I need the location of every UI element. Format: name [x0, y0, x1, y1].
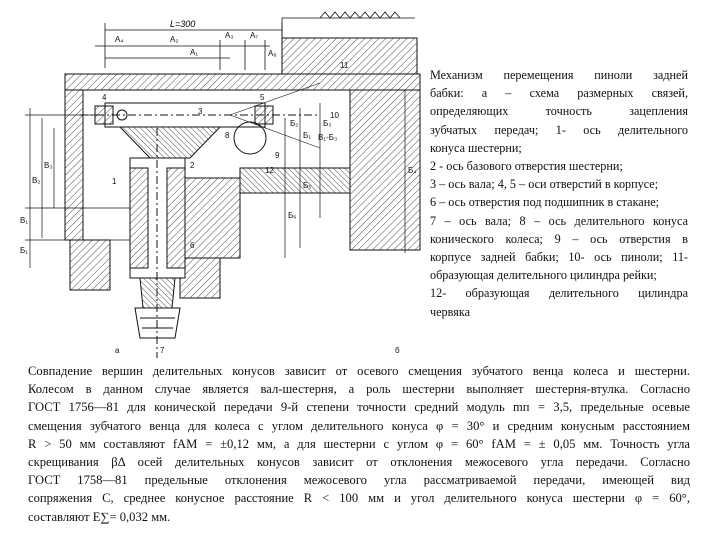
label-b4: Б₄: [408, 166, 417, 175]
caption-line: определяющих точность зацепления: [430, 104, 688, 119]
body-line: ГОСТ 1758—81 предельные отклонения межос…: [28, 473, 690, 488]
label-b2: Б₂: [290, 119, 298, 128]
label-7: 7: [160, 346, 165, 355]
right-dimensions: [284, 90, 406, 258]
gear-circle: [233, 121, 267, 155]
label-b5: Б₅: [303, 181, 311, 190]
caption-line: зубчатых передач; 1- ось делительного: [430, 122, 688, 137]
body-line: сопряжения С, среднее конусное расстояни…: [28, 491, 690, 506]
label-4: 4: [102, 93, 107, 102]
left-dimensions: [25, 108, 130, 268]
label-v1: В₁: [20, 216, 28, 225]
bearing-circle: [116, 109, 128, 121]
label-a8: A₈: [268, 49, 277, 58]
body-paragraph: Совпадение вершин делительных конусов за…: [28, 362, 690, 526]
caption-line: конического колеса; 9 – ось отверстия в: [430, 231, 688, 246]
body-line: Колесом в данном случае является вал-шес…: [28, 382, 690, 397]
label-b1: Б₁: [303, 131, 311, 140]
label-5: 5: [260, 93, 265, 102]
caption-line: образующая делительного цилиндра рейки;: [430, 268, 657, 283]
rack-strip: [281, 37, 418, 75]
dimension-label: L=300: [170, 19, 195, 29]
label-10: 10: [330, 111, 339, 120]
label-a3: A₃: [225, 31, 234, 40]
figure-caption: Механизм перемещения пиноли задней бабки…: [430, 66, 688, 321]
label-a4: A₄: [115, 35, 124, 44]
body-line: составляют E∑= 0,032 мм.: [28, 509, 171, 524]
label-v3: В₃: [44, 161, 53, 170]
body-line: скрещивания βΔ осей делительных конусов …: [28, 455, 690, 470]
label-a2: A₂: [170, 35, 178, 44]
body-line: R > 50 мм составляют fAM = ±0,12 мм, а д…: [28, 436, 690, 451]
label-a: а: [115, 346, 120, 355]
housing: [64, 73, 421, 299]
caption-line: бабки: а – схема размерных связей,: [430, 86, 688, 101]
body-line: смещения зубчатого венца для колеса с уг…: [28, 418, 690, 433]
label-b3: Б₃: [323, 119, 332, 128]
label-b6: Б₆: [288, 211, 296, 220]
figure-labels: A₄ A₂ A₁ A₃ A₇ A₈ Б₂ Б₄ Б₁ Б₃ Б₆ Б₅ В₁ В…: [20, 31, 417, 355]
caption-line: корпусе задней бабки; 10- ось пиноли; 11…: [430, 250, 688, 265]
caption-line: 12- образующая делительного цилиндра: [430, 286, 688, 301]
label-12: 12: [265, 166, 274, 175]
caption-line: червяка: [430, 304, 470, 319]
caption-line: 7 – ось вала; 8 – ось делительного конус…: [430, 213, 688, 228]
caption-line: 3 – ось вала; 4, 5 – оси отверстий в кор…: [430, 177, 659, 192]
label-b1-left: Б₁: [20, 246, 28, 255]
label-3: 3: [198, 107, 203, 116]
label-6: 6: [190, 241, 195, 250]
label-a7: A₇: [250, 31, 258, 40]
body-line: Совпадение вершин делительных конусов за…: [28, 364, 690, 378]
label-9: 9: [275, 151, 280, 160]
label-v2: В₂: [32, 176, 40, 185]
mechanism-drawing: L=300: [20, 11, 421, 358]
caption-line: конуса шестерни;: [430, 140, 522, 155]
label-v1-b3: В₁-Б₃: [318, 133, 337, 142]
caption-line: Механизм перемещения пиноли задней: [430, 68, 688, 82]
caption-line: 2 - ось базового отверстия шестерни;: [430, 159, 623, 174]
label-a1: A₁: [190, 48, 198, 57]
label-1: 1: [112, 177, 117, 186]
label-8: 8: [225, 131, 230, 140]
label-b: б: [395, 346, 400, 355]
label-11: 11: [340, 61, 349, 70]
shaft-assembly: [80, 82, 321, 358]
label-2: 2: [190, 161, 195, 170]
caption-line: 6 – ось отверстия под подшипник в стакан…: [430, 195, 660, 210]
body-line: ГОСТ 1756—81 для конической передачи 9-й…: [28, 400, 690, 415]
